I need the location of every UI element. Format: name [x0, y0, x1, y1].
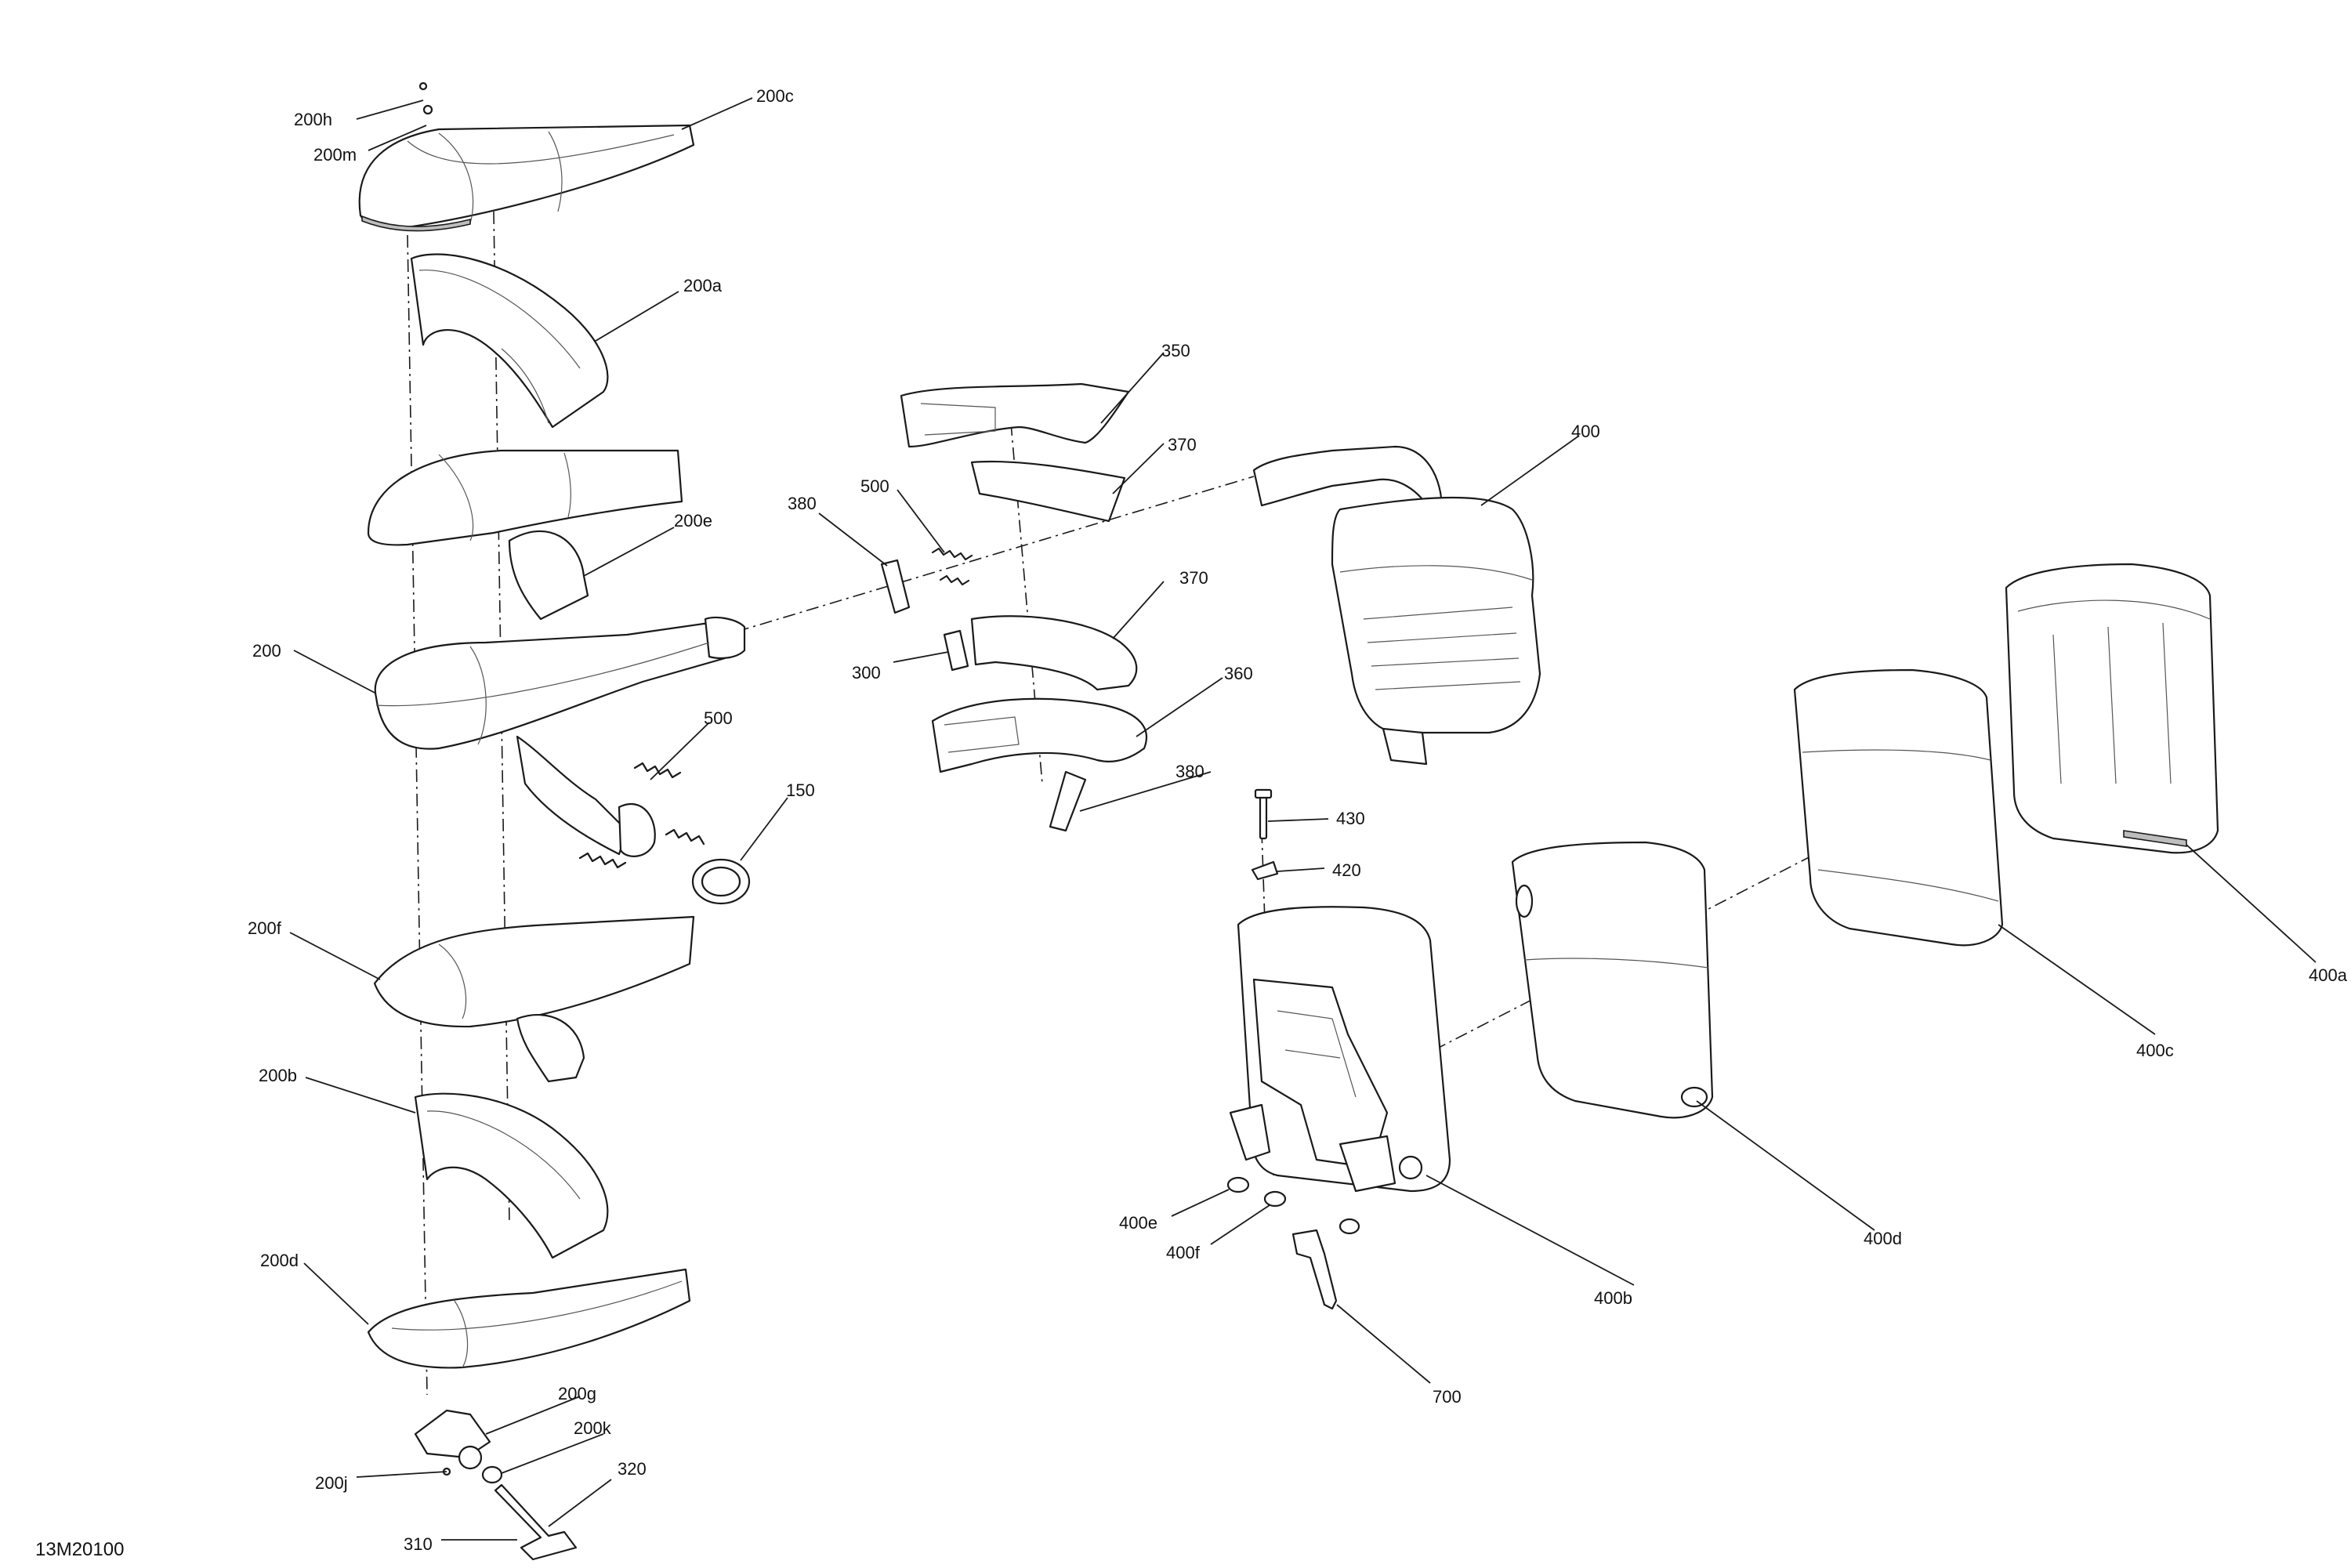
callout-200b: 200b	[259, 1066, 297, 1085]
part-350-heat-shield	[900, 382, 1130, 448]
callout-500-lower: 500	[704, 708, 733, 728]
part-150-ring-seal	[691, 858, 751, 905]
part-380-clip-lower	[1049, 770, 1087, 832]
callout-200c: 200c	[756, 86, 794, 106]
callout-700: 700	[1433, 1387, 1462, 1407]
part-200b-rear-shield	[414, 1092, 609, 1259]
part-400c-side-shield	[1793, 668, 2004, 947]
callout-400f: 400f	[1166, 1243, 1201, 1262]
callout-200g: 200g	[558, 1384, 596, 1403]
figure-id: 13M20100	[35, 1539, 124, 1560]
part-400a-outer-shield	[2005, 563, 2219, 854]
callout-500-upper: 500	[860, 476, 889, 496]
callout-400b: 400b	[1594, 1288, 1632, 1308]
callout-370-upper: 370	[1168, 435, 1197, 454]
part-200c-upper-heat-shield	[358, 81, 695, 232]
part-420-nut	[1251, 860, 1279, 881]
part-200-exhaust-pipe	[374, 616, 746, 869]
part-370-upper-shield	[970, 460, 1126, 523]
callout-430: 430	[1336, 809, 1365, 828]
callout-200a: 200a	[683, 276, 723, 295]
callout-310: 310	[404, 1534, 433, 1554]
callout-350: 350	[1161, 341, 1190, 360]
callout-400d: 400d	[1864, 1229, 1902, 1248]
callout-200e: 200e	[674, 511, 712, 531]
part-380-clip-upper	[880, 559, 911, 614]
callout-200m: 200m	[313, 145, 357, 165]
part-200f-lower-shield	[373, 915, 695, 1083]
callout-380-lower: 380	[1176, 762, 1204, 781]
part-320-support-bracket	[494, 1483, 578, 1561]
callout-200f: 200f	[248, 918, 282, 938]
part-360-heat-shield	[931, 697, 1148, 773]
part-300-clip	[943, 629, 969, 672]
part-400b-muffler-bracket	[1229, 906, 1451, 1193]
callout-380-upper: 380	[788, 494, 817, 513]
callout-400e: 400e	[1119, 1213, 1157, 1233]
callout-400a: 400a	[2309, 965, 2348, 985]
part-200d-bottom-shield	[367, 1268, 691, 1369]
part-200k-grommet	[481, 1465, 503, 1484]
part-400-muffler	[1252, 445, 1541, 766]
part-200a-front-shield	[410, 253, 609, 429]
callout-360: 360	[1224, 664, 1253, 683]
part-400f-rubber-mount	[1263, 1190, 1287, 1208]
part-200g-mount-bracket	[414, 1409, 491, 1476]
callout-200: 200	[252, 641, 281, 661]
callout-200h: 200h	[294, 110, 332, 129]
callout-200j: 200j	[315, 1473, 348, 1493]
part-700-bolt	[1291, 1218, 1360, 1310]
callout-400c: 400c	[2136, 1041, 2174, 1060]
callout-420: 420	[1332, 860, 1361, 880]
part-400e-rubber-mount	[1226, 1176, 1250, 1193]
part-370-lower-shield	[970, 615, 1138, 691]
part-400d-rear-shield	[1511, 841, 1714, 1119]
callout-320: 320	[618, 1459, 647, 1479]
callout-400: 400	[1571, 422, 1600, 441]
part-200e-middle-shield	[367, 449, 683, 621]
assembly-lines	[407, 211, 1983, 1396]
callout-150: 150	[786, 780, 815, 800]
callout-370-lower: 370	[1179, 568, 1208, 588]
callout-300: 300	[852, 663, 881, 683]
leader-lines	[289, 97, 2317, 1541]
callout-200d: 200d	[260, 1251, 299, 1270]
part-500-spring-clamp	[931, 547, 973, 586]
callout-200k: 200k	[574, 1418, 612, 1438]
part-430-bolt	[1254, 788, 1273, 840]
callout-labels: 200h 200m 200c 200a 200e 200 500 150 200…	[35, 86, 2348, 1560]
